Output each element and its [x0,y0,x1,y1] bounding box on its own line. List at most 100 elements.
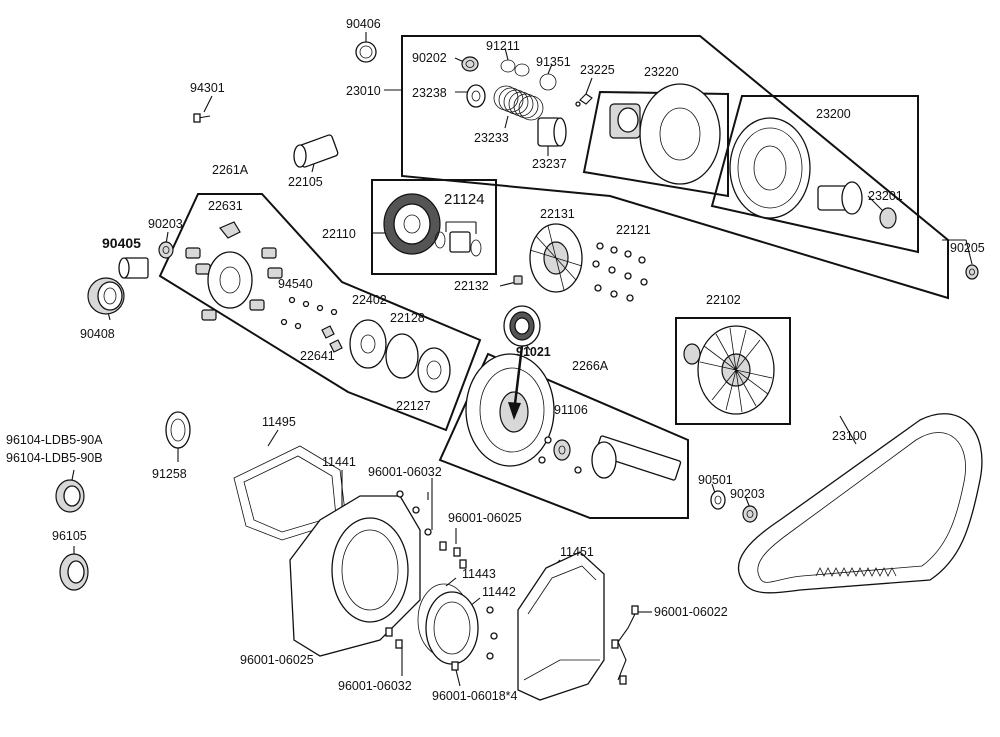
label-96001-06032-a: 96001-06032 [368,465,442,479]
label-23237: 23237 [532,157,567,171]
part-22105-sleeve [293,134,339,168]
label-90405: 90405 [102,235,141,251]
part-23220-sheave [609,83,721,185]
part-22128-disc [385,333,419,379]
part-91211-orings [500,59,530,77]
part-22131-fixed-sheave [529,223,583,293]
part-91021-bearing [503,305,541,347]
label-94540: 94540 [278,277,313,291]
label-91106: 91106 [554,403,588,417]
part-11441-inner-cover [289,490,432,657]
label-22132: 22132 [454,279,489,293]
label-2261A: 2261A [212,163,249,177]
frame-23200 [710,95,919,254]
label-90202: 90202 [412,51,447,65]
part-96104-seal [55,479,85,513]
label-11443: 11443 [462,567,496,581]
label-94301: 94301 [190,81,225,95]
part-96001-06022-bolts [611,605,639,685]
part-96105-seal [59,553,89,591]
label-96104-a: 96104-LDB5-90A [6,433,103,447]
label-90205: 90205 [950,241,985,255]
label-23238: 23238 [412,86,447,100]
label-96001-06032-b: 96001-06032 [338,679,412,693]
part-96001-06025-bolts-b [385,627,403,649]
part-96001-06025-bolts-a [439,541,467,569]
frame-2266A [438,352,689,519]
part-22127-plate [417,347,451,393]
part-91351-oring [539,73,557,91]
label-22128: 22128 [390,311,425,325]
part-23233-spring [493,85,544,121]
part-23200-sheave [729,117,811,219]
part-90202-nut [461,56,479,72]
label-91021: 91021 [516,345,551,359]
part-22132-slider [513,275,523,285]
label-22102: 22102 [706,293,741,307]
label-21124: 21124 [444,191,485,208]
label-22631: 22631 [208,199,243,213]
part-22110-clutch-bell [383,193,441,255]
part-2266A-shaft [538,435,682,481]
label-22402: 22402 [352,293,387,307]
label-23100: 23100 [832,429,867,443]
part-90203-nut-a [158,241,174,259]
part-11451-outer-cover [517,551,605,701]
leader-lines [71,32,973,687]
part-94540-spacers [280,296,338,330]
part-91106-bearing [553,439,571,461]
label-23201: 23201 [868,189,903,203]
label-23233: 23233 [474,131,509,145]
frame-22110-clutch [371,179,497,275]
part-91258-washer [165,411,191,449]
label-22641: 22641 [300,349,335,363]
label-90406: 90406 [346,17,381,31]
label-11451: 11451 [560,545,594,559]
label-22105: 22105 [288,175,323,189]
part-labels: 90406 90202 91211 91351 23225 23220 2301… [6,17,985,703]
label-23010: 23010 [346,84,381,98]
label-11442: 11442 [482,585,516,599]
part-2261A-ramp-plate [207,251,253,309]
label-96001-06022: 96001-06022 [654,605,728,619]
part-94301-bolt [193,113,211,123]
label-96104-b: 96104-LDB5-90B [6,451,103,465]
part-96001-06018-bolts [451,661,459,671]
label-22121: 22121 [616,223,651,237]
label-22110: 22110 [322,227,356,241]
part-90205-nut [965,264,979,280]
frame-23010-driven-pulley [401,35,949,300]
part-90408-bearing [87,277,125,315]
part-90203-nut-b [742,505,758,523]
part-11442-cover-ring [425,591,498,665]
part-23238-washer [466,84,486,108]
label-22131: 22131 [540,207,575,221]
part-22402-plate [349,319,387,369]
part-22631-slider [219,221,241,239]
label-23200: 23200 [816,107,851,121]
part-21124-bushing [434,231,482,257]
label-96105: 96105 [52,529,87,543]
part-23100-belt [737,413,983,594]
label-90203-b: 90203 [730,487,765,501]
part-90405-bushing [118,257,149,279]
label-91351: 91351 [536,55,571,69]
label-2266A: 2266A [572,359,609,373]
label-11441: 11441 [322,455,356,469]
part-23225-pin [575,93,593,107]
part-2266A-drum [465,353,555,467]
part-22121-roller-weights [592,242,648,302]
label-91211: 91211 [486,39,520,53]
label-23220: 23220 [644,65,679,79]
label-91258: 91258 [152,467,187,481]
part-23201-hub [817,181,897,229]
label-96001-06025-a: 96001-06025 [448,511,522,525]
label-96001-06018: 96001-06018*4 [432,689,518,703]
label-90203-a: 90203 [148,217,183,231]
label-90501: 90501 [698,473,733,487]
label-96001-06025-b: 96001-06025 [240,653,314,667]
part-2261A-rollers [185,247,283,321]
part-22102-fan [683,325,775,415]
part-23237-collar [537,117,567,147]
